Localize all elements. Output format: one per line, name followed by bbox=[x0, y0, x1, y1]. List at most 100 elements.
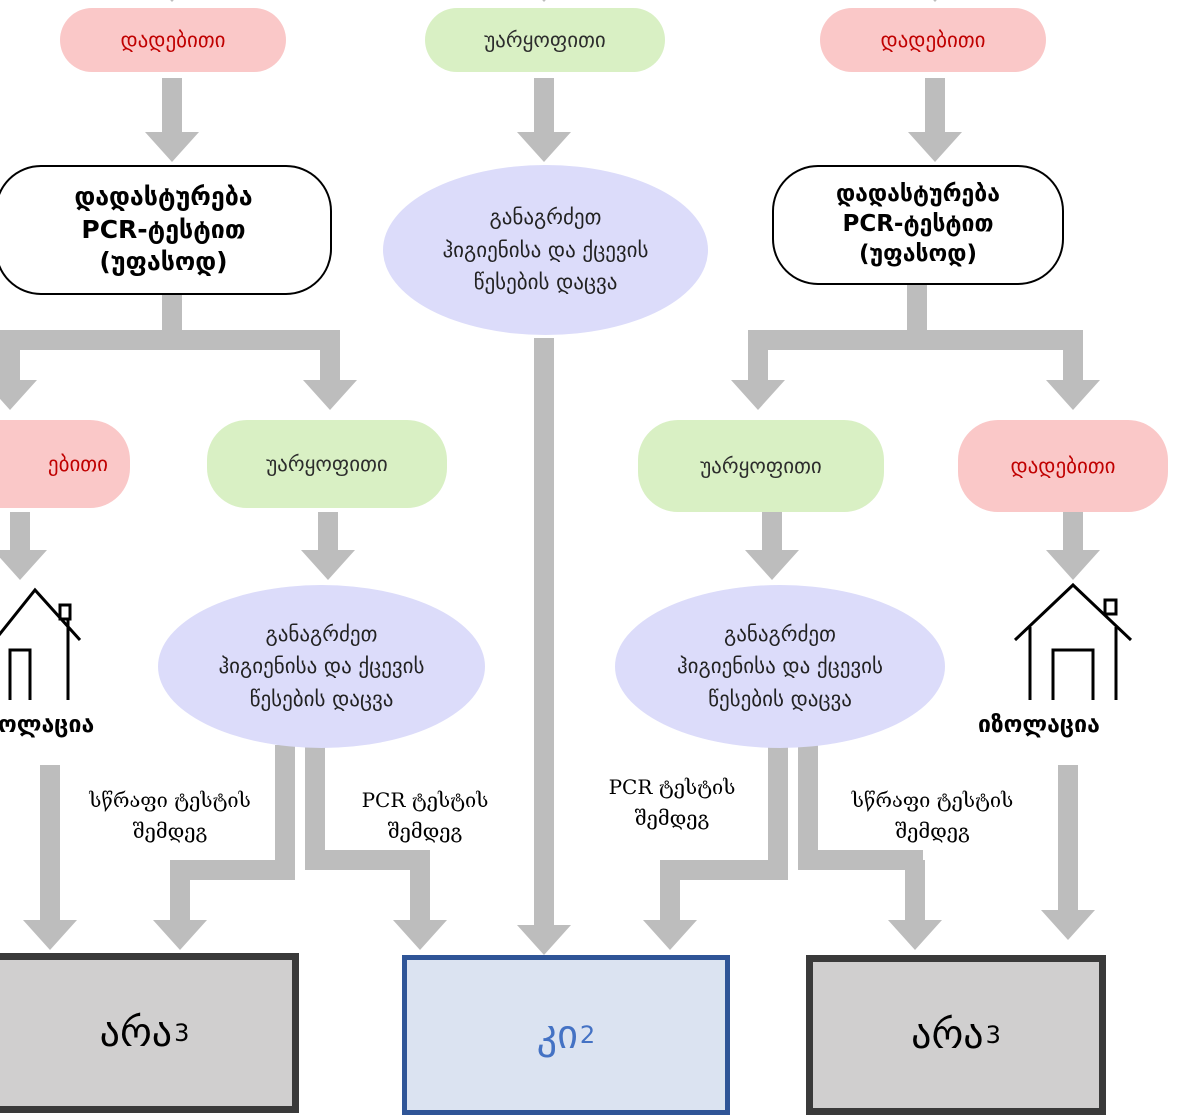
negative-node-right: უარყოფითი bbox=[638, 420, 884, 512]
arrow-head bbox=[1041, 910, 1095, 940]
positive-node-far-right: დადებითი bbox=[958, 420, 1168, 512]
connector-segment bbox=[762, 512, 782, 550]
connector-segment bbox=[748, 330, 1083, 350]
continue-line3: წესების დაცვა bbox=[708, 686, 852, 711]
confirm-pcr-left: დადასტურება PCR-ტესტით (უფასოდ) bbox=[0, 165, 332, 295]
connector-segment bbox=[10, 512, 30, 550]
arrow-head bbox=[1046, 380, 1100, 410]
connector-segment bbox=[1063, 512, 1083, 550]
arrow-head bbox=[145, 132, 199, 162]
connector-segment bbox=[907, 285, 927, 340]
pcr-test-label-right: PCR ტესტის შემდეგ bbox=[572, 772, 772, 834]
isolation-label-right: იზოლაცია bbox=[978, 712, 1100, 738]
rapid-line1: სწრაფი ტესტის bbox=[851, 788, 1014, 812]
arrow-head bbox=[542, 0, 546, 2]
result-yes-footnote: 2 bbox=[579, 1021, 596, 1049]
result-no-footnote: 3 bbox=[174, 1019, 190, 1047]
after-line: შემდეგ bbox=[895, 819, 970, 843]
arrow-head bbox=[517, 132, 571, 162]
connector-segment bbox=[318, 512, 338, 550]
result-yes-text: კი bbox=[536, 1012, 578, 1058]
house-icon bbox=[1013, 582, 1133, 700]
continue-line1: განაგრძეთ bbox=[489, 205, 602, 230]
continue-line3: წესების დაცვა bbox=[473, 270, 618, 295]
connector-segment bbox=[40, 765, 60, 920]
arrow-head bbox=[517, 925, 571, 955]
rapid-test-label-left: სწრაფი ტესტის შემდეგ bbox=[60, 785, 280, 847]
arrow-head bbox=[745, 550, 799, 580]
continue-hygiene-center: განაგრძეთ ჰიგიენისა და ქცევის წესების და… bbox=[383, 165, 708, 335]
positive-node-left: დადებითი bbox=[60, 8, 286, 72]
arrow-head bbox=[933, 0, 937, 2]
after-line: შემდეგ bbox=[634, 806, 710, 830]
arrow-head bbox=[303, 380, 357, 410]
continue-line2: ჰიგიენისა და ქცევის bbox=[442, 237, 649, 262]
confirm-pcr-right: დადასტურება PCR-ტესტით (უფასოდ) bbox=[772, 165, 1064, 285]
arrow-head bbox=[1046, 550, 1100, 580]
connector-segment bbox=[905, 860, 925, 920]
arrow-head bbox=[0, 380, 37, 410]
continue-line3: წესების დაცვა bbox=[249, 686, 394, 711]
result-no-footnote: 3 bbox=[985, 1021, 1001, 1049]
confirm-line3: (უფასოდ) bbox=[859, 240, 977, 267]
isolation-label-left: ოლაცია bbox=[0, 712, 95, 738]
rapid-line1: სწრაფი ტესტის bbox=[89, 788, 251, 812]
continue-line1: განაგრძეთ bbox=[265, 621, 378, 646]
connector-segment bbox=[768, 745, 788, 865]
positive-node-right: დადებითი bbox=[820, 8, 1046, 72]
negative-node-center: უარყოფითი bbox=[425, 8, 665, 72]
positive-node-far-left: ებითი bbox=[0, 420, 130, 508]
connector-segment bbox=[1058, 765, 1078, 910]
continue-line1: განაგრძეთ bbox=[724, 621, 836, 646]
connector-segment bbox=[534, 78, 554, 132]
negative-node-left: უარყოფითი bbox=[207, 420, 447, 508]
rapid-test-label-right: სწრაფი ტესტის შემდეგ bbox=[820, 785, 1045, 847]
arrow-head bbox=[0, 550, 47, 580]
house-icon bbox=[0, 587, 82, 700]
connector-segment bbox=[1063, 340, 1083, 380]
confirm-line2: PCR-ტესტით bbox=[842, 211, 994, 238]
arrow-head bbox=[153, 920, 207, 950]
result-no-text: არა bbox=[99, 1010, 173, 1056]
connector-segment bbox=[534, 338, 554, 925]
connector-segment bbox=[748, 340, 768, 380]
pcr-line1: PCR ტესტის bbox=[361, 788, 489, 812]
after-line: შემდეგ bbox=[387, 819, 463, 843]
connector-segment bbox=[305, 745, 325, 860]
arrow-head bbox=[888, 920, 942, 950]
continue-hygiene-right: განაგრძეთ ჰიგიენისა და ქცევის წესების და… bbox=[615, 585, 945, 748]
continue-line2: ჰიგიენისა და ქცევის bbox=[677, 654, 883, 679]
arrow-head bbox=[643, 920, 697, 950]
confirm-line1: დადასტურება bbox=[74, 182, 253, 212]
confirm-line3: (უფასოდ) bbox=[99, 247, 228, 277]
pcr-test-label-left: PCR ტესტის შემდეგ bbox=[325, 785, 525, 847]
connector-segment bbox=[320, 340, 340, 380]
connector-segment bbox=[162, 78, 182, 132]
after-line: შემდეგ bbox=[132, 819, 208, 843]
connector-segment bbox=[170, 860, 295, 880]
connector-segment bbox=[410, 860, 430, 920]
pcr-line1: PCR ტესტის bbox=[608, 775, 736, 799]
result-no-text: არა bbox=[911, 1012, 984, 1058]
connector-segment bbox=[925, 78, 945, 132]
connector-segment bbox=[162, 295, 182, 340]
arrow-head bbox=[23, 920, 77, 950]
arrow-head bbox=[393, 920, 447, 950]
confirm-line2: PCR-ტესტით bbox=[81, 214, 246, 244]
arrow-head bbox=[731, 380, 785, 410]
connector-segment bbox=[798, 850, 923, 870]
arrow-head bbox=[170, 0, 174, 2]
arrow-head bbox=[301, 550, 355, 580]
continue-hygiene-left: განაგრძეთ ჰიგიენისა და ქცევის წესების და… bbox=[158, 585, 485, 748]
confirm-line1: დადასტურება bbox=[835, 181, 1001, 208]
connector-segment bbox=[0, 340, 20, 380]
connector-segment bbox=[170, 870, 190, 920]
connector-segment bbox=[0, 330, 340, 350]
arrow-head bbox=[908, 132, 962, 162]
connector-segment bbox=[305, 850, 430, 870]
connector-segment bbox=[275, 745, 295, 865]
